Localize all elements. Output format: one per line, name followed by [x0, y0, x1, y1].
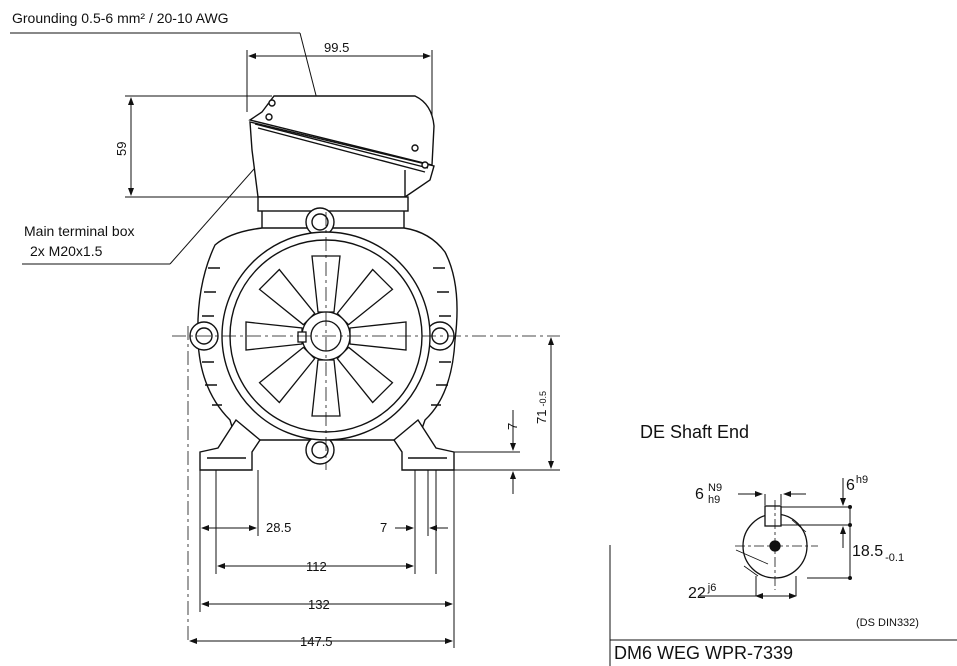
dim-foot-hole-spacing-label: 112 [306, 559, 327, 574]
dim-shaft-height [454, 337, 560, 471]
shaft-key-height-label: 6h9 [846, 474, 868, 494]
dim-overall-width-label: 147.5 [300, 634, 333, 649]
dim-box-height [125, 95, 272, 198]
dim-foot-offset-label: 28.5 [266, 520, 291, 535]
dim-width-box-label: 99.5 [324, 40, 349, 55]
center-lines [172, 212, 560, 642]
standard-label: (DS DIN332) [856, 617, 919, 629]
shaft-key-depth-label: 18.5-0.1 [852, 543, 904, 564]
dim-foot-width-label: 132 [308, 597, 330, 612]
terminal-box-thread-label: 2x M20x1.5 [30, 243, 103, 259]
shaft-key-width-tol-lower: h9 [708, 494, 720, 506]
shaft-centerlines [735, 500, 818, 590]
terminal-box-label: Main terminal box [24, 223, 135, 239]
dim-box-height-label: 59 [114, 142, 129, 156]
shaft-title: DE Shaft End [640, 422, 749, 442]
shaft-dim-node [848, 505, 852, 509]
terminal-box [248, 95, 435, 236]
shaft-dim-node [848, 576, 852, 580]
shaft-dim-lines [700, 478, 851, 599]
dim-hole-width-label: 7 [380, 520, 387, 535]
terminal-box-leader [169, 159, 263, 265]
dim-shaft-height-label: 71-0.5 [534, 391, 549, 424]
title-block [609, 545, 957, 666]
shaft-key-width-label: 6 [695, 486, 704, 503]
shaft-key-width-tol-upper: N9 [708, 482, 722, 494]
model-label: DM6 WEG WPR-7339 [614, 643, 793, 663]
grounding-label: Grounding 0.5-6 mm² / 20-10 AWG [12, 10, 229, 26]
dim-foot-thickness [454, 410, 520, 494]
dim-foot-thickness-label: 7 [505, 423, 520, 430]
shaft-section [735, 505, 808, 579]
shaft-dim-node [848, 523, 852, 527]
bottom-extension-lines [199, 470, 455, 648]
